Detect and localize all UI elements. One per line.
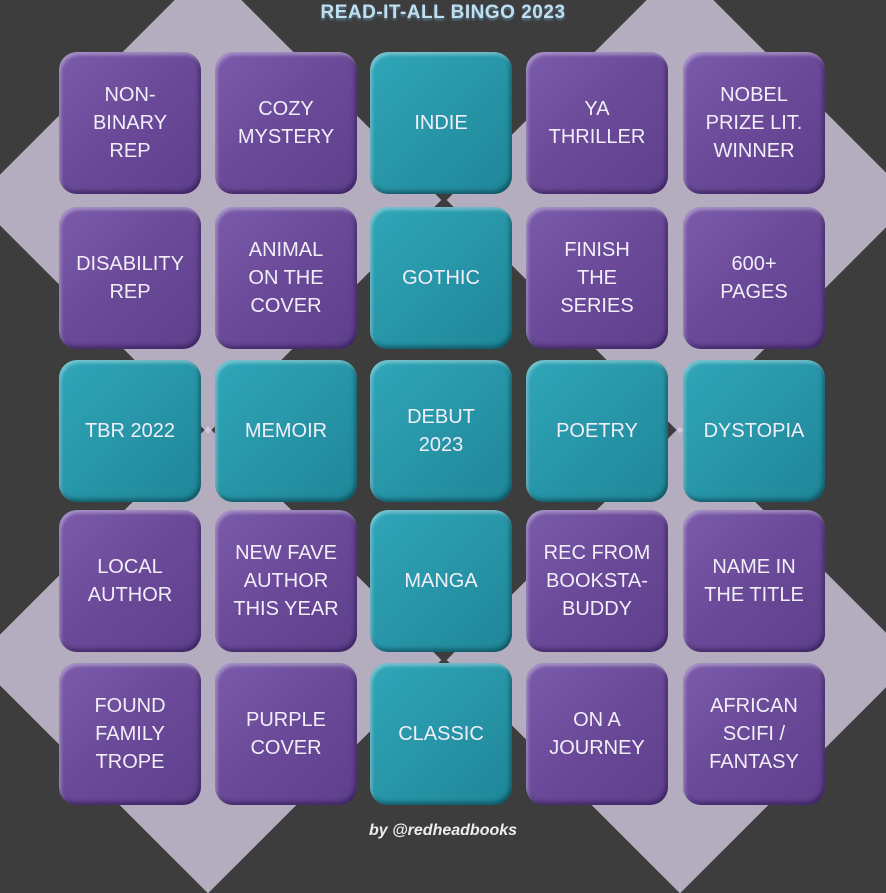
bingo-tile: INDIE — [370, 52, 512, 194]
bingo-tile: 600+ PAGES — [683, 207, 825, 349]
bingo-tile: TBR 2022 — [59, 360, 201, 502]
bingo-tile: FINISH THE SERIES — [526, 207, 668, 349]
bingo-tile: MEMOIR — [215, 360, 357, 502]
bingo-tile: ON A JOURNEY — [526, 663, 668, 805]
bingo-tile: NOBEL PRIZE LIT. WINNER — [683, 52, 825, 194]
bingo-tile: NON- BINARY REP — [59, 52, 201, 194]
bingo-tile: CLASSIC — [370, 663, 512, 805]
bingo-tile: DISABILITY REP — [59, 207, 201, 349]
bingo-tile: COZY MYSTERY — [215, 52, 357, 194]
bingo-tile: AFRICAN SCIFI / FANTASY — [683, 663, 825, 805]
bingo-tile: PURPLE COVER — [215, 663, 357, 805]
bingo-tile: NAME IN THE TITLE — [683, 510, 825, 652]
bingo-tile: FOUND FAMILY TROPE — [59, 663, 201, 805]
bingo-tile: GOTHIC — [370, 207, 512, 349]
page-title: READ-IT-ALL BINGO 2023 — [320, 2, 566, 23]
bingo-tile: DEBUT 2023 — [370, 360, 512, 502]
bingo-tile: MANGA — [370, 510, 512, 652]
credit: by @redheadbooks — [368, 822, 518, 839]
bingo-tile: YA THRILLER — [526, 52, 668, 194]
bingo-tile: NEW FAVE AUTHOR THIS YEAR — [215, 510, 357, 652]
bingo-tile: REC FROM BOOKSTA- BUDDY — [526, 510, 668, 652]
bingo-tile: LOCAL AUTHOR — [59, 510, 201, 652]
bingo-tile: POETRY — [526, 360, 668, 502]
bingo-tile: DYSTOPIA — [683, 360, 825, 502]
bingo-tile: ANIMAL ON THE COVER — [215, 207, 357, 349]
